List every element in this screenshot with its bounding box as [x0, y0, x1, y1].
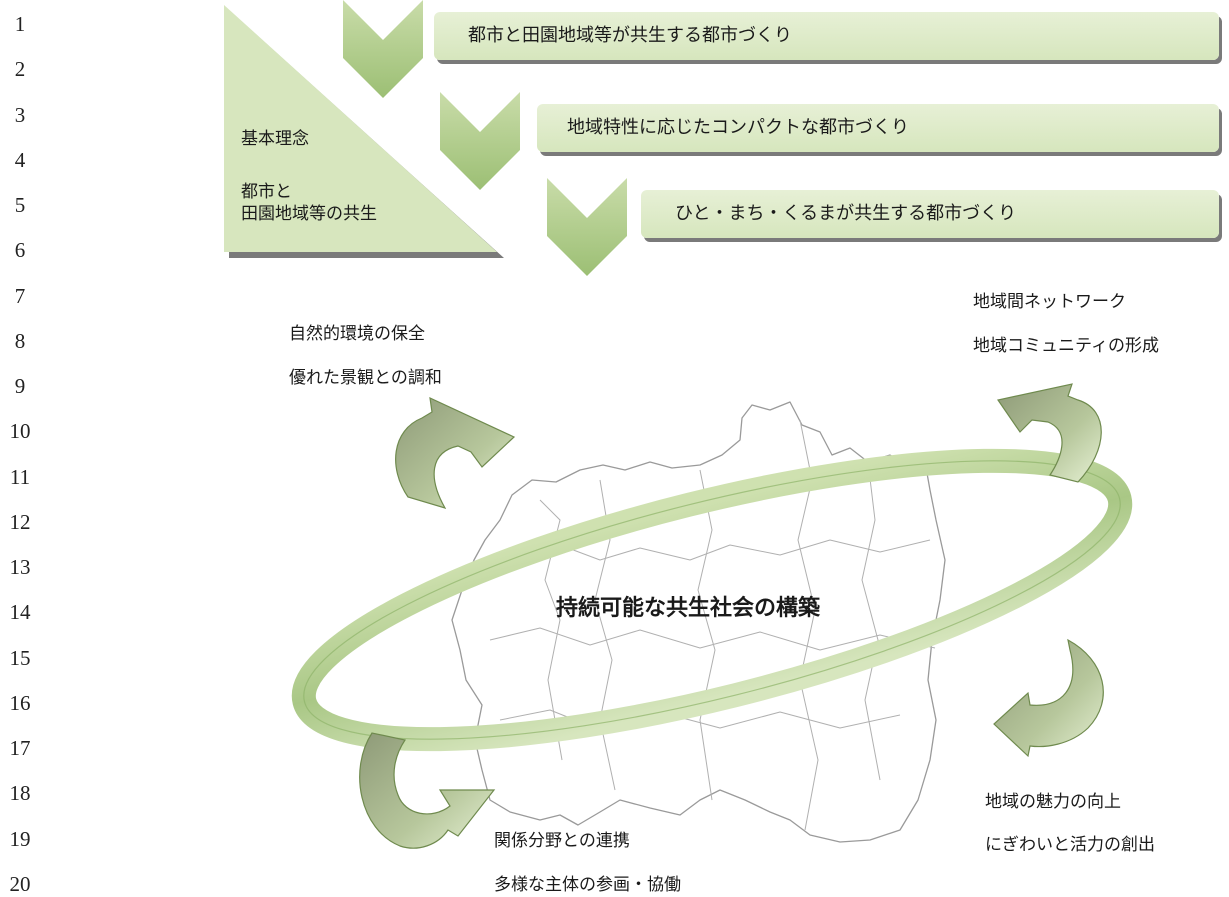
line-number: 8	[14, 329, 26, 353]
chevron-arrow-3	[547, 178, 627, 276]
center-title: 持続可能な共生社会の構築	[556, 596, 821, 621]
curved-arrow-top-left	[395, 396, 516, 509]
curved-arrow-top-right	[996, 383, 1102, 483]
principle-sub-line2: 田園地域等の共生	[241, 204, 377, 224]
curved-arrow-bottom-right	[993, 638, 1104, 758]
label-top-left-2: 優れた景観との調和	[289, 368, 442, 388]
principle-label: 基本理念	[241, 129, 309, 149]
line-number: 7	[14, 284, 26, 308]
line-number: 15	[9, 646, 31, 670]
chevron-arrow-1	[343, 0, 423, 98]
line-number: 17	[9, 736, 31, 760]
principle-triangle	[224, 5, 504, 258]
chevron-arrow-2	[440, 92, 520, 190]
label-top-right-2: 地域コミュニティの形成	[973, 336, 1159, 356]
banner-1: 都市と田園地域等が共生する都市づくり	[434, 12, 1219, 60]
label-bottom-left-2: 多様な主体の参画・協働	[494, 875, 681, 895]
line-number: 10	[9, 419, 31, 443]
line-number: 14	[9, 600, 31, 624]
label-top-right-1: 地域間ネットワーク	[973, 292, 1126, 312]
line-number: 2	[14, 57, 26, 81]
line-number: 16	[9, 691, 31, 715]
line-number: 12	[9, 510, 31, 534]
line-number: 4	[14, 148, 26, 172]
label-bottom-left-1: 関係分野との連携	[494, 831, 630, 851]
banner-2: 地域特性に応じたコンパクトな都市づくり	[537, 104, 1219, 152]
banner-1-text: 都市と田園地域等が共生する都市づくり	[468, 25, 792, 46]
line-number: 19	[9, 827, 31, 851]
line-number: 3	[14, 103, 26, 127]
line-number: 1	[14, 12, 26, 36]
line-number: 11	[9, 465, 31, 489]
line-number: 18	[9, 781, 31, 805]
label-top-left-1: 自然的環境の保全	[289, 324, 425, 344]
curved-arrow-bottom-left	[359, 732, 496, 849]
green-ring	[291, 448, 1133, 752]
line-number: 13	[9, 555, 31, 579]
banner-3-text: ひと・まち・くるまが共生する都市づくり	[675, 203, 1017, 224]
banner-2-text: 地域特性に応じたコンパクトな都市づくり	[567, 117, 909, 138]
line-number: 20	[9, 872, 31, 896]
line-number: 9	[14, 374, 26, 398]
label-bottom-right-2: にぎわいと活力の創出	[985, 835, 1155, 855]
banner-3: ひと・まち・くるまが共生する都市づくり	[641, 190, 1219, 238]
line-number: 5	[14, 193, 26, 217]
label-bottom-right-1: 地域の魅力の向上	[985, 792, 1121, 812]
principle-sub-line1: 都市と	[241, 182, 292, 202]
line-number: 6	[14, 238, 26, 262]
